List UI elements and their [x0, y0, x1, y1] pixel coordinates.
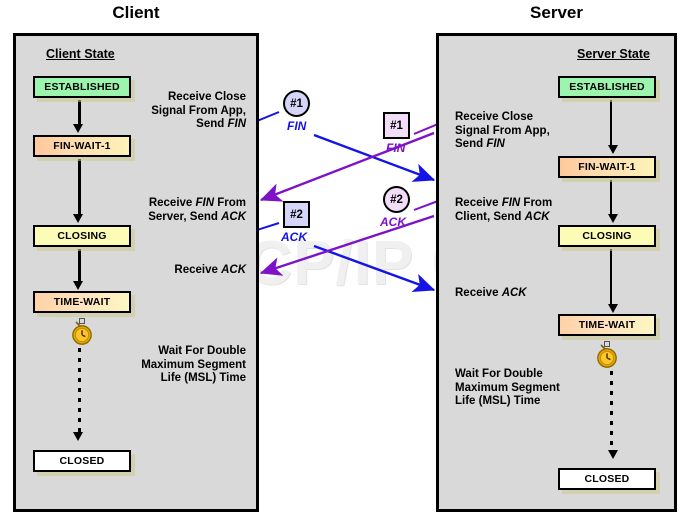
- server-note-close-signal: Receive Close Signal From App, Send FIN: [455, 111, 550, 150]
- client-wait-arrowhead: [72, 432, 83, 441]
- server-panel: Server State ESTABLISHED FIN-WAIT-1 CLOS…: [436, 33, 677, 512]
- badge-server-fin-label: FIN: [386, 141, 406, 155]
- client-connector-2-arrowhead: [72, 214, 83, 223]
- client-state-closing: CLOSING: [33, 225, 131, 247]
- badge-client-fin-label: FIN: [287, 119, 307, 133]
- server-note-receive-ack: Receive ACK: [455, 287, 527, 299]
- server-state-time-wait: TIME-WAIT: [558, 314, 656, 336]
- leader-server-ack: [413, 200, 436, 211]
- server-connector-2: [609, 180, 612, 216]
- client-note-receive-fin: Receive FIN From Server, Send ACK: [148, 197, 246, 223]
- leader-client-fin: [259, 111, 280, 122]
- server-wait-arrowhead: [607, 450, 618, 459]
- server-state-established: ESTABLISHED: [558, 76, 656, 98]
- badge-server-ack-label: ACK: [380, 215, 406, 229]
- client-state-time-wait: TIME-WAIT: [33, 291, 131, 313]
- badge-server-fin[interactable]: #1: [383, 112, 410, 139]
- client-wait-dotted-line: [77, 348, 81, 433]
- leader-server-fin: [413, 123, 436, 135]
- stopwatch-icon: [72, 318, 92, 345]
- client-note-msl-wait: Wait For Double Maximum Segment Life (MS…: [141, 345, 246, 384]
- client-connector-3: [78, 249, 81, 283]
- server-note-receive-fin: Receive FIN From Client, Send ACK: [455, 197, 553, 223]
- server-column-title: Server: [530, 3, 583, 22]
- server-connector-1: [609, 100, 612, 147]
- badge-client-ack-label: ACK: [281, 230, 307, 244]
- client-note-receive-ack: Receive ACK: [174, 264, 246, 276]
- client-connector-3-arrowhead: [72, 281, 83, 290]
- server-connector-3-arrowhead: [607, 304, 618, 313]
- stopwatch-icon: [597, 341, 617, 368]
- client-connector-1: [78, 100, 81, 126]
- client-note-close-signal: Receive Close Signal From App, Send FIN: [151, 91, 246, 130]
- client-state-established: ESTABLISHED: [33, 76, 131, 98]
- message-exchange-area: #1 FIN #1 FIN #2 ACK #2 ACK: [259, 33, 436, 512]
- badge-server-ack[interactable]: #2: [383, 186, 410, 213]
- client-state-closed: CLOSED: [33, 450, 131, 472]
- message-arrows: [259, 111, 436, 292]
- server-state-heading: Server State: [577, 47, 650, 61]
- server-state-closing: CLOSING: [558, 225, 656, 247]
- server-state-closed: CLOSED: [558, 468, 656, 490]
- client-panel: Client State ESTABLISHED FIN-WAIT-1 CLOS…: [13, 33, 259, 512]
- client-column-title: Client: [112, 3, 160, 22]
- arrow-client-ack: [313, 244, 436, 292]
- arrow-server-ack: [259, 214, 435, 276]
- server-note-msl-wait: Wait For Double Maximum Segment Life (MS…: [455, 368, 560, 407]
- badge-client-fin[interactable]: #1: [283, 90, 310, 117]
- server-connector-1-arrowhead: [607, 145, 618, 154]
- client-state-heading: Client State: [46, 47, 115, 61]
- client-state-fin-wait-1: FIN-WAIT-1: [33, 135, 131, 157]
- client-connector-1-arrowhead: [72, 124, 83, 133]
- client-connector-2: [78, 159, 81, 216]
- badge-client-ack[interactable]: #2: [283, 201, 310, 228]
- arrow-server-fin: [259, 131, 435, 202]
- server-connector-3: [609, 249, 612, 306]
- server-state-fin-wait-1: FIN-WAIT-1: [558, 156, 656, 178]
- leader-client-ack: [259, 222, 280, 231]
- server-connector-2-arrowhead: [607, 214, 618, 223]
- server-wait-dotted-line: [609, 371, 613, 451]
